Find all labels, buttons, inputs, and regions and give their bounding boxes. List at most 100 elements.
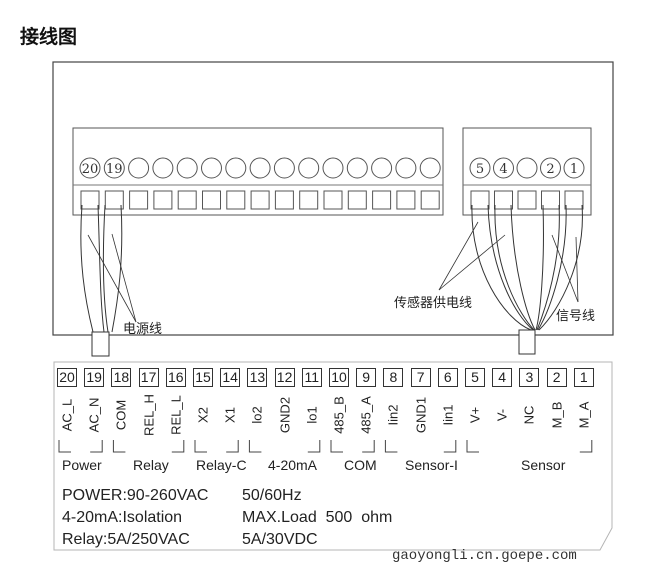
terminal-signal-label: 485_B [329,393,349,437]
terminal-signal-text: Iin1 [440,404,456,426]
terminal-signal-text: V- [494,408,510,422]
main-connector-wire-slot-1 [80,190,100,210]
main-connector-wire-slot-7 [226,190,246,210]
main-connector-wire-slot-5 [177,190,197,210]
main-connector-pin-number: 20 [82,162,99,177]
main-connector-wire-slot-14 [396,190,416,210]
main-connector-screw-15 [419,157,441,179]
page-title: 接线图 [20,26,78,48]
main-connector-wire-slot-12 [347,190,367,210]
sensor-wire-4-right [510,204,536,331]
terminal-signal-label: V- [492,393,512,437]
terminal-number: 17 [138,368,159,387]
terminal-signal-text: lo1 [304,406,320,424]
group-bracket-end [443,440,457,453]
sensor-wire-2-left [535,204,544,331]
terminal-signal-text: Iin2 [385,404,401,426]
main-connector-wire-slot-8 [250,190,270,210]
main-connector-screw-4 [152,157,174,179]
terminal-signal-label: COM [111,393,131,437]
terminal-signal-label: AC_L [57,393,77,437]
terminal-signal-text: GND1 [413,396,429,434]
signal-wire-callout: 信号线 [556,309,596,324]
terminal-number: 9 [356,368,377,387]
terminal-signal-text: M_B [549,401,565,429]
main-connector-screw-7 [225,157,247,179]
group-bracket-end [226,440,239,453]
sensor-wire-4-left [494,204,535,331]
terminal-number: 16 [165,368,186,387]
group-bracket-start [330,440,343,453]
main-connector-screw-1 [79,157,101,179]
terminal-signal-label: Iin1 [438,393,458,437]
terminal-signal-label: M_B [547,393,567,437]
main-connector-screw-8 [249,157,271,179]
spec-power-left: POWER:90-260VAC [62,487,209,504]
terminal-signal-text: COM [113,399,129,431]
sensor-connector-wire-slot-5 [564,190,584,210]
terminal-signal-text: lo2 [249,406,265,424]
terminal-group-label: Power [62,457,102,473]
terminal-number: 18 [111,368,132,387]
spec-relay-right: 5A/30VDC [242,531,318,548]
sensor-connector-wire-slot-3 [517,190,537,210]
group-bracket-start [466,440,479,453]
power-wire-callout: 电源线 [123,322,163,337]
main-connector-screw-11 [322,157,344,179]
terminal-number: 11 [301,368,322,387]
terminal-signal-text: REL_L [168,395,184,435]
sensor-power-callout-line-2 [438,234,506,291]
main-connector-wire-slot-13 [372,190,392,210]
main-connector-wire-slot-6 [202,190,221,210]
terminal-number: 1 [573,368,594,387]
power-cable-gland [91,331,110,357]
terminal-number: 12 [274,368,295,387]
main-connector-wire-slot-3 [129,190,149,210]
power-callout-line-1 [87,234,137,323]
spec-analog-left: 4-20mA:Isolation [62,509,183,526]
terminal-number: 3 [519,368,540,387]
spec-analog-right: MAX.Load 500 ohm [242,509,393,526]
group-bracket-start [112,440,126,453]
terminal-signal-label: 485_A [356,393,376,437]
main-connector-wire-slot-2 [104,190,124,210]
terminal-signal-label: NC [519,393,539,437]
group-bracket-start [384,440,398,453]
main-connector-screw-5 [176,157,198,179]
main-connector-screw-6 [201,157,222,179]
terminal-signal-text: V+ [467,406,483,424]
terminal-signal-text: AC_N [86,397,102,433]
main-connector-screw-3 [128,157,150,179]
device-body [52,61,614,336]
sensor-power-callout-line-1 [438,221,479,291]
terminal-number: 7 [410,368,431,387]
main-connector-wire-slot-15 [420,190,440,210]
terminal-signal-label: Iin2 [383,393,403,437]
terminal-signal-text: 485_B [331,396,347,434]
terminal-signal-label: lo2 [247,393,267,437]
sensor-connector-wire-slot-2 [494,190,513,210]
terminal-number: 8 [383,368,404,387]
sensor-connector-pin-number: 2 [546,162,554,177]
terminal-signal-text: NC [521,405,537,425]
group-bracket-start [248,440,262,453]
group-bracket-end [362,440,375,453]
terminal-signal-label: AC_N [84,393,104,437]
terminal-number: 6 [437,368,458,387]
main-connector-screw-10 [298,157,320,179]
sensor-connector-screw-5 [563,157,585,179]
terminal-group-label: Sensor-I [405,457,458,473]
group-bracket-end [90,440,103,453]
terminal-signal-label: GND1 [411,393,431,437]
terminal-group-label: Relay-C [196,457,247,473]
main-connector-screw-14 [395,157,417,179]
terminal-signal-text: REL_H [141,394,157,436]
terminal-number: 10 [329,368,349,387]
group-bracket-end [579,440,593,453]
power-callout-line-2 [111,233,137,323]
sensor-connector-wire-slot-4 [541,190,560,210]
sensor-connector-pin-number: 5 [476,162,484,177]
terminal-panel-outline [53,361,613,551]
terminal-group-label: Sensor [521,457,566,473]
terminal-group-label: 4-20mA [268,457,318,473]
